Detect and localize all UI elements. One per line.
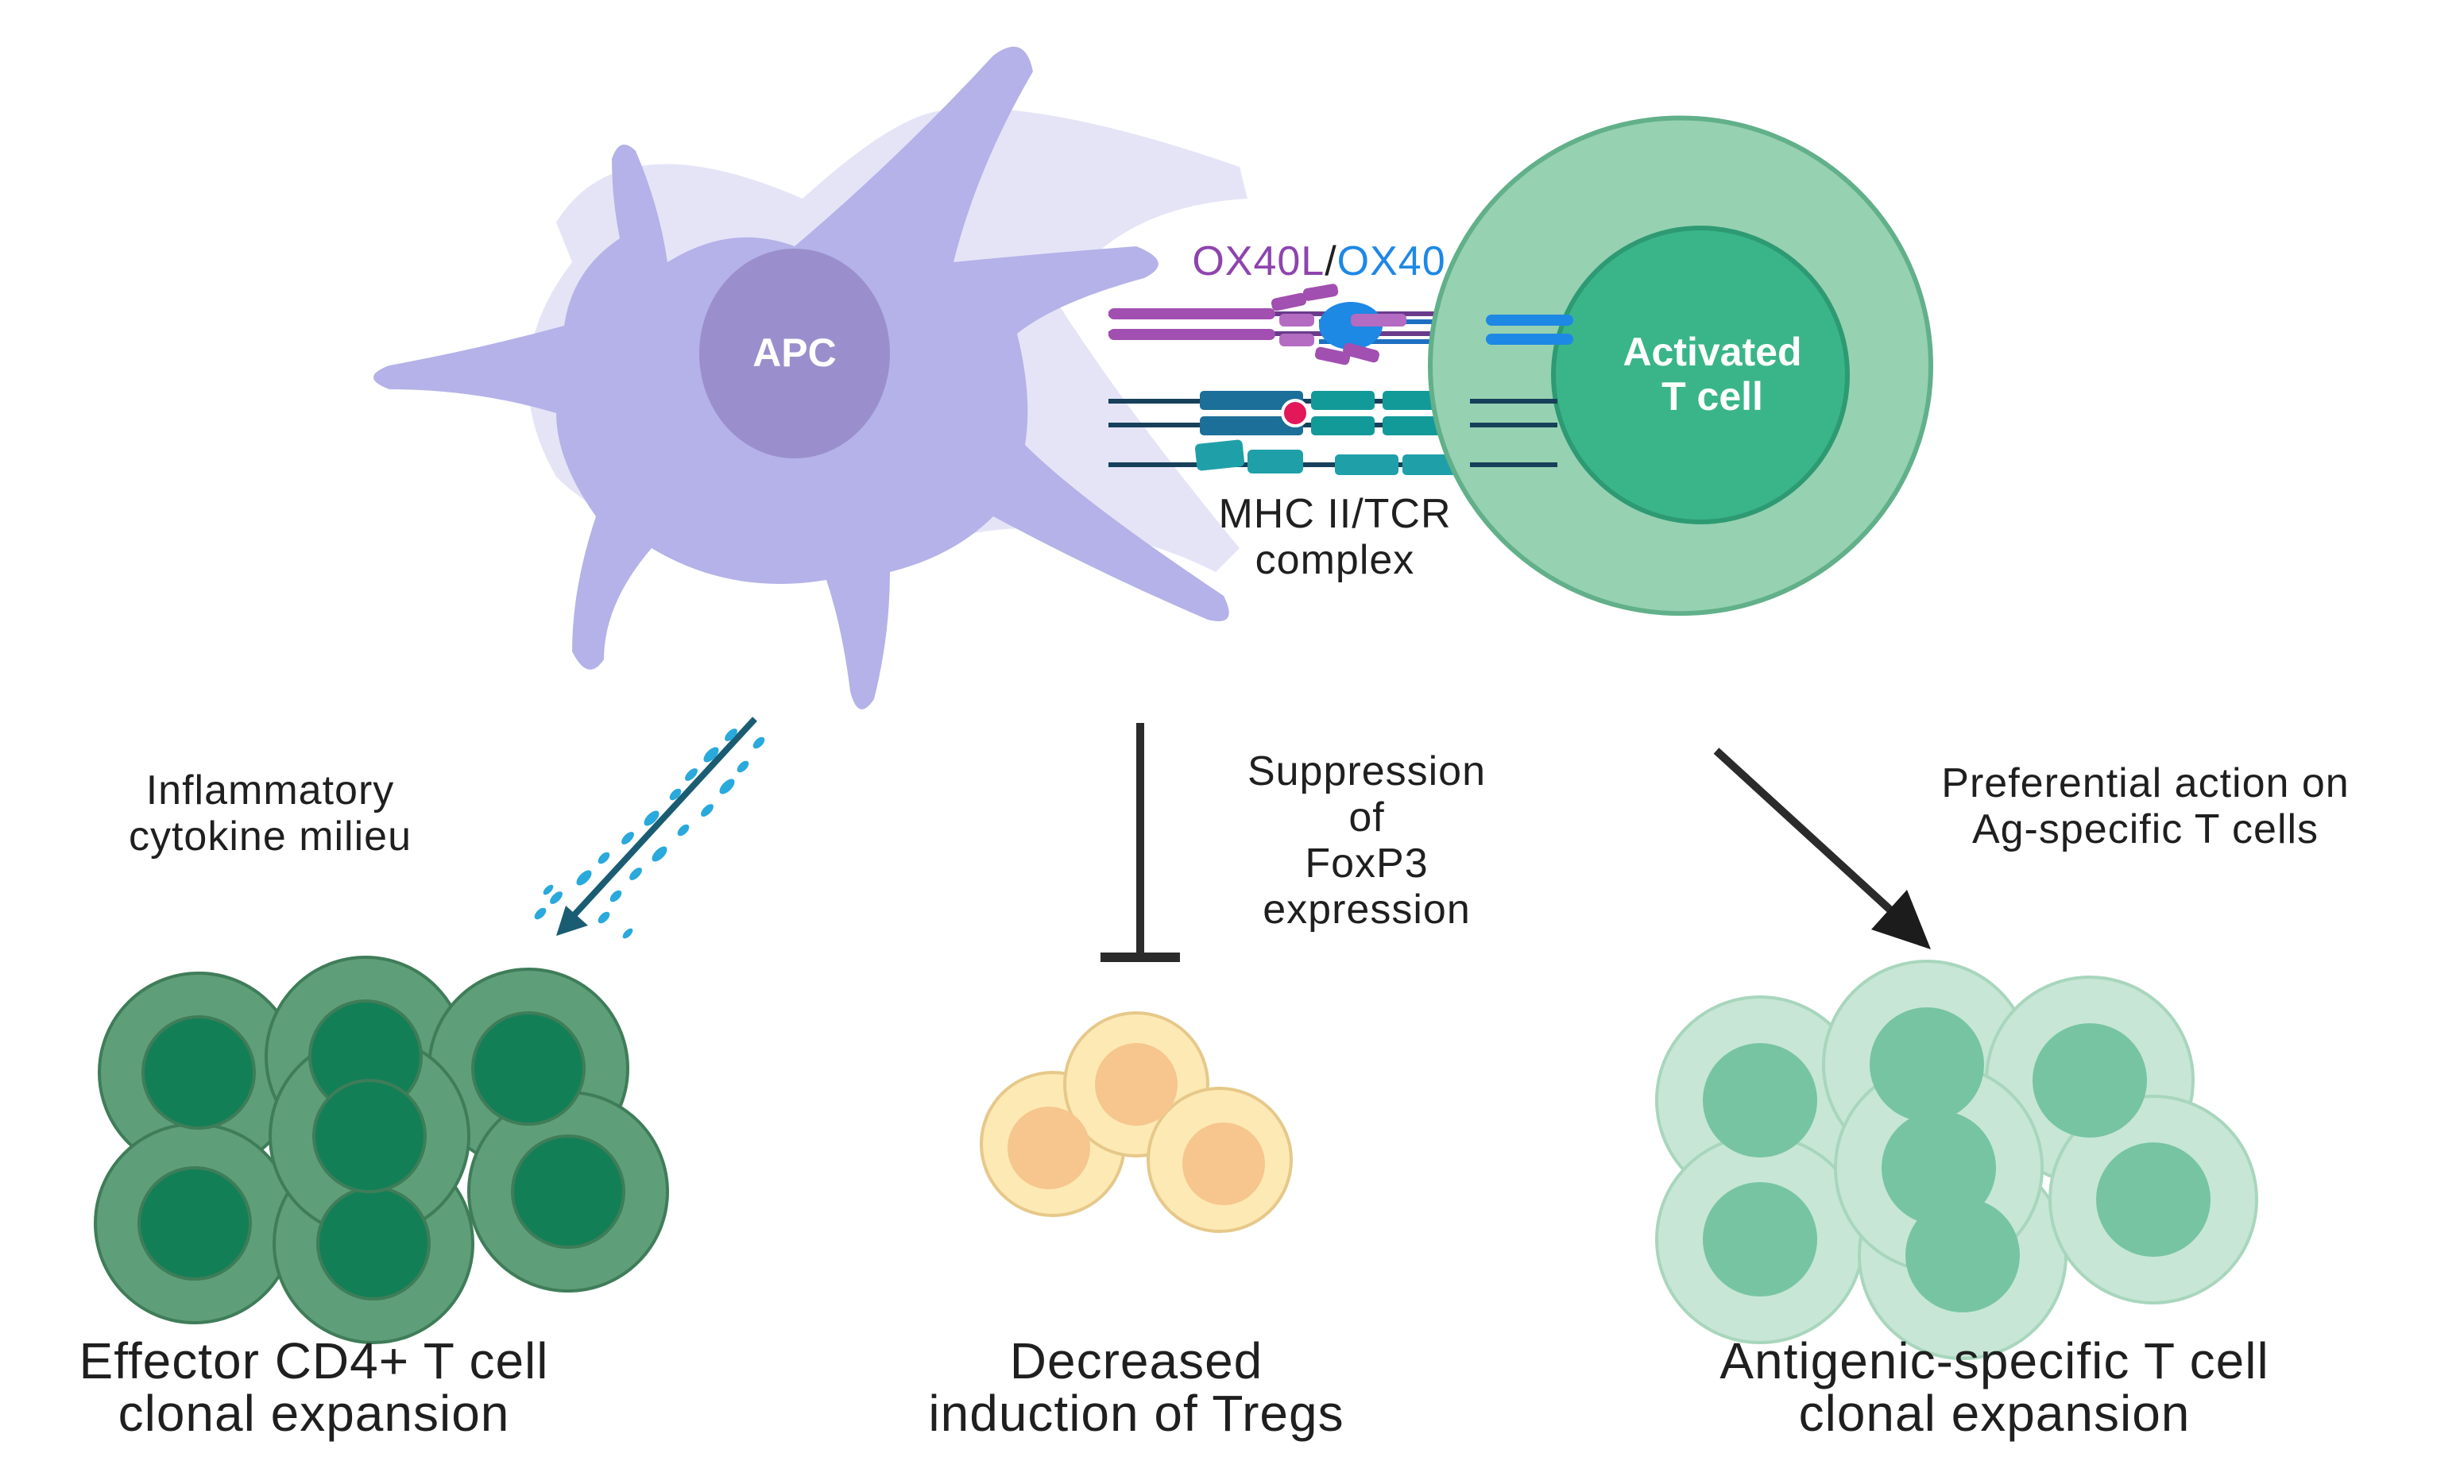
activated-tcell-label-line1: Activated (1623, 330, 1802, 374)
effector-outcome-line1: Effector CD4+ T cell (79, 1332, 549, 1389)
ox40l-ox40-label: OX40L/OX40 (1152, 238, 1486, 284)
apc-label: APC (752, 330, 837, 375)
mhc-tcr-label-line2: complex (1255, 537, 1415, 583)
effector-outcome-line2: clonal expansion (118, 1385, 510, 1442)
foxp3-annotation: Suppression of FoxP3 expression (1176, 748, 1557, 933)
ox40-label: OX40 (1336, 238, 1446, 284)
inflammatory-annotation-line1: Inflammatory (145, 767, 395, 813)
activation-arrow (1713, 748, 1931, 949)
receptor-ends-over-tcell (1470, 315, 1573, 467)
inflammatory-annotation-line2: cytokine milieu (128, 813, 412, 860)
inflammatory-annotation: Inflammatory cytokine milieu (64, 767, 477, 860)
foxp3-annotation-line3: FoxP3 (1305, 841, 1429, 887)
ox40l-label: OX40L (1192, 238, 1325, 284)
foxp3-annotation-line1: Suppression (1247, 748, 1487, 794)
cytokine-arrow (534, 717, 765, 939)
apc-cell (373, 46, 1229, 709)
ag-specific-annotation-line2: Ag-specific T cells (1971, 806, 2319, 852)
effector-cell-cluster (94, 956, 669, 1344)
treg-cluster (980, 1011, 1293, 1233)
mhc-tcr-label-line1: MHC II/TCR (1218, 491, 1452, 537)
treg-outcome-line1: Decreased (1009, 1332, 1263, 1389)
activated-tcell-label-line2: T cell (1661, 374, 1763, 419)
ag-specific-annotation-line1: Preferential action on (1941, 760, 2350, 806)
treg-outcome-line2: induction of Tregs (928, 1385, 1344, 1442)
ag-specific-outcome-line2: clonal expansion (1798, 1385, 2191, 1442)
effector-outcome-label: Effector CD4+ T cell clonal expansion (0, 1335, 628, 1440)
t-cell-nucleus (1551, 226, 1850, 524)
mhc-tcr-label: MHC II/TCR complex (1144, 491, 1526, 583)
activated-tcell-label: Activated T cell (1613, 330, 1812, 419)
ag-specific-outcome-label: Antigenic-specific T cell clonal expansi… (1613, 1335, 2376, 1440)
ox40-separator: / (1325, 238, 1337, 284)
ag-specific-outcome-line1: Antigenic-specific T cell (1719, 1332, 2269, 1389)
ag-specific-cell-cluster (1655, 960, 2258, 1360)
foxp3-annotation-line2: of (1348, 794, 1385, 841)
ag-specific-annotation: Preferential action on Ag-specific T cel… (1851, 760, 2439, 852)
inhibition-bar (1100, 723, 1180, 962)
foxp3-annotation-line4: expression (1263, 887, 1471, 933)
treg-outcome-label: Decreased induction of Tregs (842, 1335, 1430, 1440)
